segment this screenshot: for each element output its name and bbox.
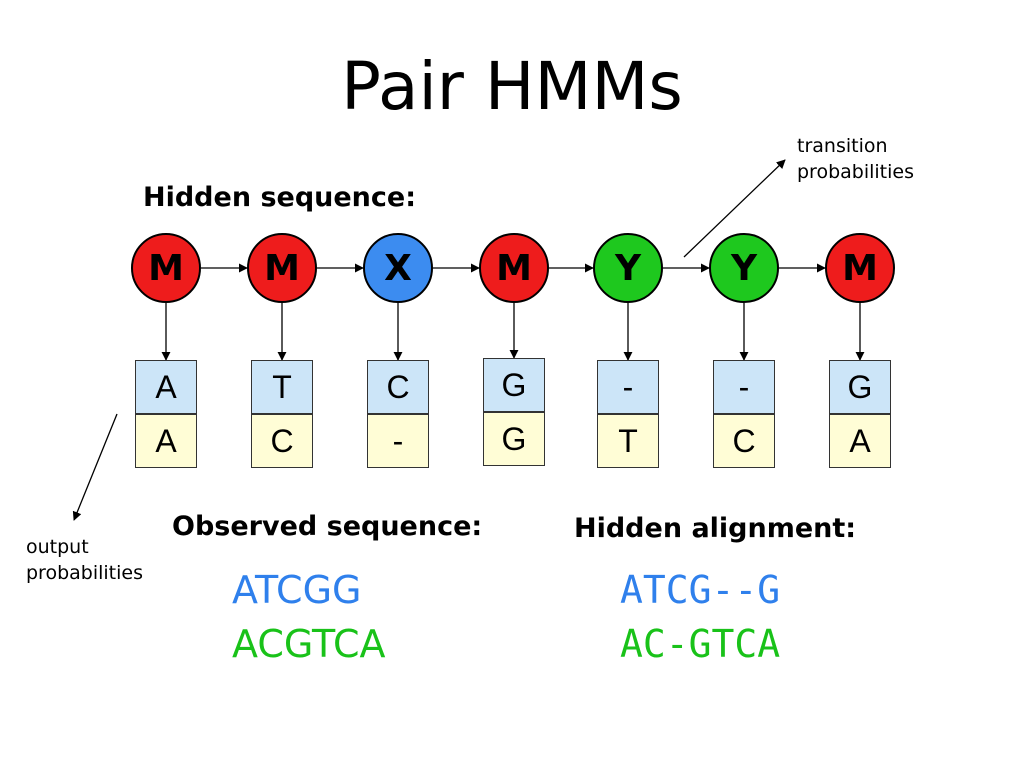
observed-sequence-1: ATCGG <box>232 568 362 612</box>
hidden-sequence-heading: Hidden sequence: <box>143 182 417 213</box>
alignment-sequence-2: AC-GTCA <box>620 622 781 666</box>
output-probabilities-label: output probabilities <box>26 534 143 586</box>
emission-top-cell-1: A <box>135 360 197 414</box>
emission-bottom-cell-4: G <box>483 412 545 466</box>
emission-bottom-cell-7: A <box>829 414 891 468</box>
emission-bottom-cell-2: C <box>251 414 313 468</box>
emission-bottom-cell-1: A <box>135 414 197 468</box>
observed-sequence-2: ACGTCA <box>232 622 386 666</box>
alignment-sequence-1: ATCG--G <box>620 568 781 612</box>
hidden-state-1: M <box>131 233 201 303</box>
transition-probabilities-arrow <box>683 159 786 258</box>
emission-top-cell-2: T <box>251 360 313 414</box>
output-label-line1: output <box>26 536 89 558</box>
hidden-state-2: M <box>247 233 317 303</box>
hidden-state-6: Y <box>709 233 779 303</box>
transition-label-line2: probabilities <box>797 161 914 183</box>
emission-top-cell-3: C <box>367 360 429 414</box>
hidden-alignment-heading: Hidden alignment: <box>574 513 857 544</box>
output-label-line2: probabilities <box>26 562 143 584</box>
emission-top-cell-4: G <box>483 358 545 412</box>
emission-top-cell-6: - <box>713 360 775 414</box>
emission-bottom-cell-6: C <box>713 414 775 468</box>
hidden-state-4: M <box>479 233 549 303</box>
emission-bottom-cell-3: - <box>367 414 429 468</box>
output-probabilities-arrow <box>72 413 118 521</box>
observed-sequence-heading: Observed sequence: <box>172 511 483 542</box>
emission-bottom-cell-5: T <box>597 414 659 468</box>
hidden-state-7: M <box>825 233 895 303</box>
emission-top-cell-5: - <box>597 360 659 414</box>
emission-top-cell-7: G <box>829 360 891 414</box>
hidden-state-5: Y <box>593 233 663 303</box>
transition-label-line1: transition <box>797 135 888 157</box>
hidden-state-3: X <box>363 233 433 303</box>
page-title: Pair HMMs <box>341 48 683 125</box>
transition-probabilities-label: transition probabilities <box>797 133 914 185</box>
